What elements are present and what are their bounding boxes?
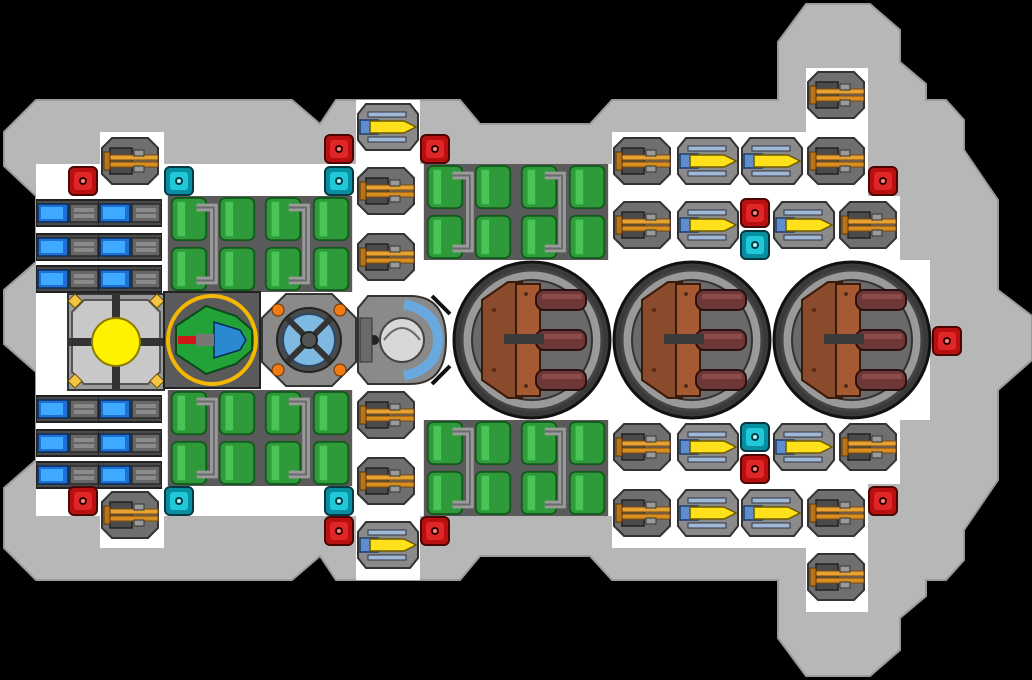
autocannon-14[interactable] [839,423,897,471]
autocannon-13[interactable] [839,201,897,249]
armor-node-10[interactable] [868,486,898,516]
missile-launcher-7[interactable] [677,423,739,471]
autocannon-1[interactable] [101,137,159,185]
thruster-10[interactable] [98,429,162,457]
triple-cannon-turret-1[interactable] [452,260,612,420]
armor-node-1[interactable] [68,166,98,196]
autocannon-7[interactable] [613,137,671,185]
autocannon-15[interactable] [807,489,865,537]
fuel-tank-4[interactable] [424,420,608,516]
triple-cannon-turret-3[interactable] [772,260,932,420]
fuel-tank-3[interactable] [424,164,608,260]
missile-launcher-6[interactable] [773,201,835,249]
missile-launcher-3[interactable] [677,137,739,185]
thruster-3[interactable] [36,233,100,261]
thruster-5[interactable] [36,265,100,293]
power-node-2[interactable] [164,486,194,516]
missile-launcher-8[interactable] [773,423,835,471]
thruster-1[interactable] [36,199,100,227]
autocannon-16[interactable] [807,553,865,601]
armor-node-3[interactable] [324,134,354,164]
reactor-core-icon[interactable] [67,293,165,391]
power-node-3[interactable] [324,166,354,196]
power-node-1[interactable] [164,166,194,196]
armor-node-8[interactable] [740,454,770,484]
missile-launcher-2[interactable] [357,521,419,569]
missile-launcher-9[interactable] [677,489,739,537]
autocannon-9[interactable] [613,423,671,471]
thruster-4[interactable] [98,233,162,261]
armor-node-11[interactable] [932,326,962,356]
thruster-9[interactable] [36,429,100,457]
autocannon-2[interactable] [101,491,159,539]
missile-launcher-10[interactable] [741,489,803,537]
missile-launcher-1[interactable] [357,103,419,151]
thruster-6[interactable] [98,265,162,293]
power-node-4[interactable] [324,486,354,516]
armor-node-2[interactable] [68,486,98,516]
missile-launcher-4[interactable] [741,137,803,185]
armor-node-5[interactable] [324,516,354,546]
fuel-tank-1[interactable] [168,196,352,292]
power-node-5[interactable] [740,230,770,260]
armor-node-6[interactable] [420,516,450,546]
autocannon-4[interactable] [357,233,415,281]
cockpit-icon[interactable] [163,291,261,389]
autocannon-3[interactable] [357,167,415,215]
autocannon-11[interactable] [807,71,865,119]
armor-node-7[interactable] [740,198,770,228]
autocannon-12[interactable] [807,137,865,185]
autocannon-6[interactable] [357,457,415,505]
missile-launcher-5[interactable] [677,201,739,249]
triple-cannon-turret-2[interactable] [612,260,772,420]
thruster-7[interactable] [36,395,100,423]
autocannon-8[interactable] [613,201,671,249]
autocannon-5[interactable] [357,391,415,439]
thruster-2[interactable] [98,199,162,227]
fuel-tank-2[interactable] [168,390,352,486]
power-node-6[interactable] [740,422,770,452]
sensor-dome-icon[interactable] [357,294,452,386]
armor-node-9[interactable] [868,166,898,196]
shield-generator-icon[interactable] [261,293,357,387]
thruster-8[interactable] [98,395,162,423]
thruster-11[interactable] [36,461,100,489]
autocannon-10[interactable] [613,489,671,537]
armor-node-4[interactable] [420,134,450,164]
thruster-12[interactable] [98,461,162,489]
